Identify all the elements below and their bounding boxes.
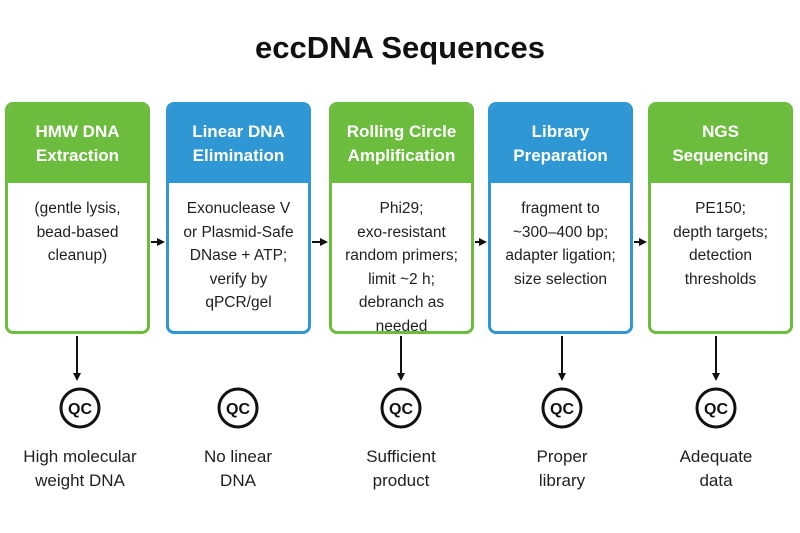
step-linear-dna-elimination: Linear DNA Elimination Exonuclease V or … xyxy=(166,102,311,334)
step-detail: (gentle lysis, bead-based cleanup) xyxy=(8,183,147,268)
qc-label-sufficient-product: Sufficient product xyxy=(321,445,481,493)
step-title-line: Sequencing xyxy=(672,146,769,165)
step-header: Rolling Circle Amplification xyxy=(332,105,471,183)
qc-badge-text: QC xyxy=(68,401,92,418)
step-title-line: Elimination xyxy=(192,146,285,165)
qc-badge: QC xyxy=(217,387,259,429)
qc-badge-text: QC xyxy=(550,401,574,418)
step-detail-line: (gentle lysis, xyxy=(34,200,121,217)
step-hmw-dna-extraction: HMW DNA Extraction (gentle lysis, bead-b… xyxy=(5,102,150,334)
step-detail-line: limit ~2 h; xyxy=(368,270,435,288)
qc-label-line: product xyxy=(372,471,430,490)
step-detail-line: fragment to xyxy=(521,200,600,217)
step-detail-line: or Plasmid-Safe xyxy=(183,223,294,241)
step-detail-line: size selection xyxy=(513,270,608,288)
step-title-line: Library xyxy=(531,122,590,141)
qc-badge-text: QC xyxy=(226,401,250,418)
step-detail-line: qPCR/gel xyxy=(205,294,272,311)
step-title-line: HMW DNA xyxy=(35,122,120,141)
qc-label-line: Sufficient xyxy=(366,447,436,466)
step-detail-line: verify by xyxy=(209,270,268,288)
qc-badge: QC xyxy=(380,387,422,429)
step-header: Linear DNA Elimination xyxy=(169,105,308,183)
step-detail: Exonuclease V or Plasmid-Safe DNase + AT… xyxy=(169,183,308,315)
step-detail-line: Phi29; xyxy=(379,200,424,217)
step-header: Library Preparation xyxy=(491,105,630,183)
step-detail-line: depth targets; xyxy=(673,223,768,241)
step-detail: PE150; depth targets; detection threshol… xyxy=(651,183,790,291)
step-detail-line: thresholds xyxy=(684,270,757,288)
qc-label-line: library xyxy=(538,471,586,490)
step-detail: Phi29; exo-resistant random primers; lim… xyxy=(332,183,471,334)
qc-label-line: weight DNA xyxy=(35,471,125,490)
qc-label-line: Proper xyxy=(536,447,588,466)
step-detail-line: needed xyxy=(375,317,428,334)
qc-label-high-molecular-weight: High molecular weight DNA xyxy=(0,445,160,493)
qc-label-proper-library: Proper library xyxy=(482,445,642,493)
qc-badge-text: QC xyxy=(389,401,413,418)
page-title: eccDNA Sequences xyxy=(254,30,546,65)
step-detail-line: debranch as xyxy=(358,294,445,311)
step-detail-line: ~300–400 bp; xyxy=(512,223,609,241)
step-title-line: Linear DNA xyxy=(192,122,285,141)
step-detail-line: Exonuclease V xyxy=(186,200,291,217)
step-detail-line: DNase + ATP; xyxy=(189,247,288,264)
qc-badge-text: QC xyxy=(704,401,728,418)
step-detail-line: bead-based xyxy=(36,223,119,241)
step-title-line: NGS xyxy=(702,122,739,141)
step-detail-line: PE150; xyxy=(695,200,746,217)
qc-badge: QC xyxy=(695,387,737,429)
qc-badge: QC xyxy=(59,387,101,429)
qc-label-line: No linear xyxy=(203,447,273,466)
step-header: HMW DNA Extraction xyxy=(8,105,147,183)
step-header: NGS Sequencing xyxy=(651,105,790,183)
step-detail-line: exo-resistant xyxy=(357,223,446,241)
qc-badge: QC xyxy=(541,387,583,429)
qc-label-line: data xyxy=(699,471,733,490)
qc-label-line: DNA xyxy=(220,471,256,490)
step-detail-line: adapter ligation; xyxy=(505,247,616,264)
qc-label-line: Adequate xyxy=(679,447,753,466)
step-title-line: Amplification xyxy=(347,146,456,165)
step-title-line: Preparation xyxy=(513,146,608,165)
step-title-line: Rolling Circle xyxy=(346,122,457,141)
step-library-preparation: Library Preparation fragment to ~300–400… xyxy=(488,102,633,334)
step-detail: fragment to ~300–400 bp; adapter ligatio… xyxy=(491,183,630,291)
qc-label-line: High molecular xyxy=(23,447,137,466)
step-ngs-sequencing: NGS Sequencing PE150; depth targets; det… xyxy=(648,102,793,334)
qc-label-adequate-data: Adequate data xyxy=(636,445,796,493)
step-detail-line: detection xyxy=(689,247,752,264)
step-detail-line: cleanup) xyxy=(47,247,108,264)
qc-label-no-linear-dna: No linear DNA xyxy=(158,445,318,493)
step-detail-line: random primers; xyxy=(345,247,458,264)
step-title-line: Extraction xyxy=(35,146,120,165)
step-rolling-circle-amplification: Rolling Circle Amplification Phi29; exo-… xyxy=(329,102,474,334)
